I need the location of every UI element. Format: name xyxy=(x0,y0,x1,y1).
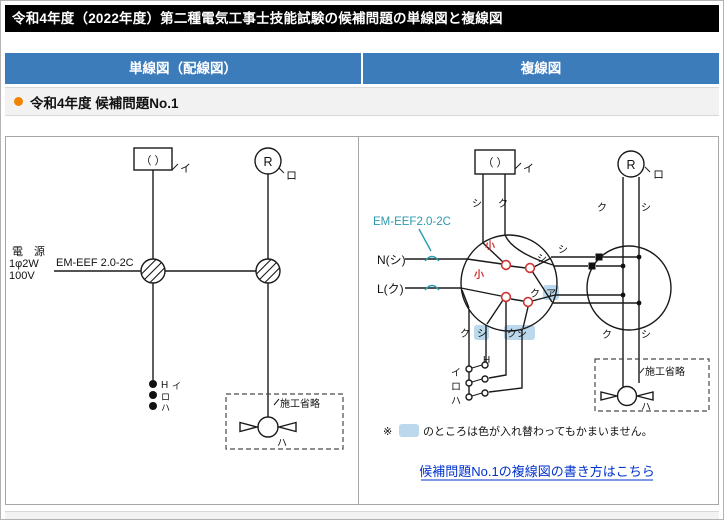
switch-label-ro: ロ xyxy=(451,382,461,393)
omission-box xyxy=(225,393,344,450)
lamp-label: ハ xyxy=(641,402,651,413)
column-header-multi-line: 複線図 xyxy=(363,53,719,84)
junction-dot xyxy=(636,300,642,306)
connector-small-label-1: 小 xyxy=(484,239,495,252)
cable-pointer-line xyxy=(418,228,432,252)
multi-line-diagram-panel: （ ） イ R ロ シ ク ク シ EM-EEF2.0-2C N(シ) L(ク) xyxy=(359,137,718,504)
wire-label-inner-shi: シ xyxy=(537,254,547,265)
neutral-label: N(シ) xyxy=(377,253,406,267)
junction-box-left-circle xyxy=(460,234,558,332)
power-source-line3: 100V xyxy=(9,270,35,282)
highlight-shi xyxy=(474,325,489,340)
label-ticks xyxy=(171,163,285,406)
wire-label-inner-ku: ク xyxy=(530,288,540,300)
wire-label-below-right-1: ク xyxy=(602,329,612,341)
label-tick xyxy=(644,166,651,173)
column-header: 単線図（配線図） 複線図 xyxy=(5,53,719,84)
highlight-kushi xyxy=(504,325,535,340)
lamp-symbol xyxy=(239,416,297,438)
wire-label-light-left: シ xyxy=(472,199,482,210)
section-no1-title: 令和4年度 候補問題No.1 xyxy=(30,95,179,111)
switch-symbols xyxy=(465,361,489,401)
wire-connector-ring xyxy=(500,291,512,303)
cable-type-label: EM-EEF2.0-2C xyxy=(373,216,451,228)
switch-dots-icon xyxy=(149,380,157,410)
ceiling-light-symbol-text: （ ） xyxy=(482,156,507,169)
receptacle-symbol xyxy=(617,150,645,178)
wire-label-below-right-2: シ xyxy=(641,330,651,341)
switch-label-ro: ロ xyxy=(161,392,170,402)
column-header-single-line: 単線図（配線図） xyxy=(5,53,363,84)
lamp-label: ハ xyxy=(277,438,287,449)
junction-box-right-circle xyxy=(586,245,672,331)
multi-line-diagram: （ ） イ R ロ シ ク ク シ EM-EEF2.0-2C N(シ) L(ク) xyxy=(373,149,710,481)
omission-box xyxy=(594,358,710,412)
wire-connector-ring xyxy=(524,262,536,274)
section-no1: 令和4年度 候補問題No.1 xyxy=(5,87,719,116)
note-mark: ※ xyxy=(383,426,392,438)
wire-connector-ring xyxy=(500,259,512,271)
section-no2-title: 令和4年度 候補問題No.2 xyxy=(30,516,179,519)
switch-h-mark: H xyxy=(483,355,490,366)
ceiling-light-symbol xyxy=(133,147,173,171)
junction-dot xyxy=(620,263,626,269)
wire-label-inner-a: ア xyxy=(546,289,556,300)
receptacle-label: ロ xyxy=(286,170,297,182)
section-no2: 令和4年度 候補問題No.2 xyxy=(5,511,719,519)
ceiling-light-symbol xyxy=(474,149,516,175)
wiring-guide-link-text[interactable]: 候補問題No.1の複線図の書き方はこちら xyxy=(419,464,654,479)
receptacle-symbol xyxy=(254,147,282,175)
terminal-square-icon xyxy=(595,253,603,261)
omission-label: 施工省略 xyxy=(280,397,320,410)
wire-label-r-left: ク xyxy=(597,202,607,214)
cable-type-label: EM-EEF 2.0-2C xyxy=(56,257,134,269)
label-tick xyxy=(514,162,522,170)
ceiling-light-symbol-text: （ ） xyxy=(140,154,165,167)
wire-label-light-right: ク xyxy=(498,198,508,210)
receptacle-symbol-text: R xyxy=(263,155,272,169)
junction-box-right-icon xyxy=(255,258,281,284)
switch-label-i: イ xyxy=(451,368,461,379)
wire-label-below-left-2: シ xyxy=(477,329,487,340)
switch-h-mark: H xyxy=(161,380,168,391)
note-text: のところは色が入れ替わってもかまいません。 xyxy=(423,424,653,438)
ceiling-light-label: イ xyxy=(180,163,191,175)
cable-mark-n xyxy=(424,255,440,262)
switch-label-ha: ハ xyxy=(161,403,170,413)
cable-mark-l xyxy=(424,284,440,291)
lamp-symbol xyxy=(600,385,654,407)
label-tick xyxy=(639,367,645,374)
receptacle-symbol-text: R xyxy=(626,158,635,172)
wire-label-r-right: シ xyxy=(641,203,651,214)
single-line-diagram: （ ） イ R ロ 電 源 1φ2W 100V EM-EEF 2.0-2C xyxy=(9,147,344,450)
power-source-line1: 電 源 xyxy=(12,244,45,258)
terminal-square-icon xyxy=(588,262,596,270)
note-highlight-swatch xyxy=(399,424,419,437)
wire-label-below-left-1: ク xyxy=(460,328,470,340)
single-line-diagram-panel: （ ） イ R ロ 電 源 1φ2W 100V EM-EEF 2.0-2C xyxy=(6,137,359,504)
switch-label-i: イ xyxy=(172,381,181,391)
wire-connector-ring xyxy=(522,296,534,308)
wire-label-between: シ xyxy=(558,245,568,256)
connector-small-label-2: 小 xyxy=(473,268,484,281)
junction-dot xyxy=(636,254,642,260)
page-title: 令和4年度（2022年度）第二種電気工事士技能試験の候補問題の単線図と複線図 xyxy=(5,5,719,32)
live-label: L(ク) xyxy=(377,282,404,296)
junction-dot xyxy=(620,292,626,298)
ceiling-light-label: イ xyxy=(523,163,534,175)
receptacle-label: ロ xyxy=(653,169,664,181)
wire-label-below-left-34: クシ xyxy=(507,328,527,340)
omission-label: 施工省略 xyxy=(645,365,685,378)
orange-bullet-icon xyxy=(14,97,23,106)
diagram-panels: （ ） イ R ロ 電 源 1φ2W 100V EM-EEF 2.0-2C xyxy=(5,136,719,505)
junction-box-left-icon xyxy=(140,258,166,284)
switch-label-ha: ハ xyxy=(451,396,461,407)
power-source-line2: 1φ2W xyxy=(9,258,39,270)
wiring-guide-link[interactable]: 候補問題No.1の複線図の書き方はこちら xyxy=(419,464,655,481)
